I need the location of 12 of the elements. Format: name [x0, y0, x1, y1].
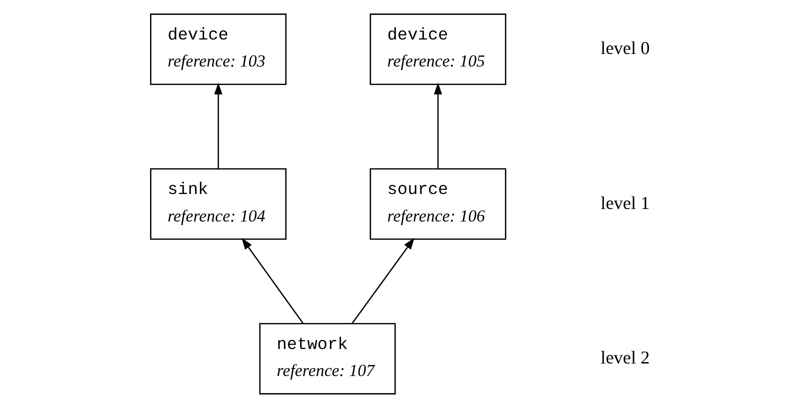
node-box: sink reference: 104: [150, 168, 287, 240]
arrow: [214, 82, 222, 168]
node-box: device reference: 103: [150, 13, 287, 85]
node-box: device reference: 105: [370, 13, 506, 85]
node-box: source reference: 106: [370, 168, 506, 240]
label: level 0: [600, 38, 650, 58]
label: level 2: [600, 347, 650, 368]
arrow: [352, 237, 414, 324]
arrow: [242, 237, 304, 324]
arrow: [434, 82, 442, 168]
label: level 1: [600, 192, 650, 212]
node-box: network reference: 107: [259, 322, 396, 394]
